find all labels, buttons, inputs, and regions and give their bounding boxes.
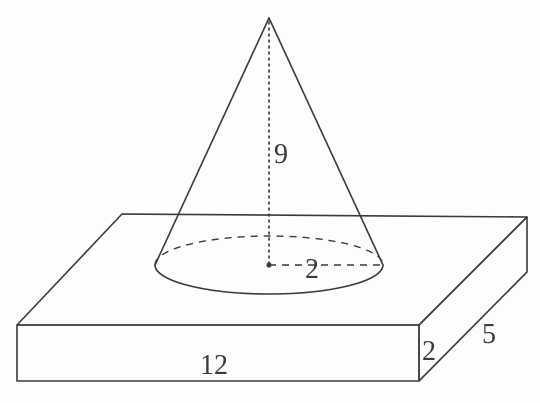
cone-right-slant <box>268 17 384 266</box>
cone-base-center-dot <box>266 262 272 268</box>
box-top-face <box>16 213 528 326</box>
cone-height-label: 9 <box>274 139 288 170</box>
box-right-face <box>418 216 528 382</box>
box-length-label: 12 <box>200 350 228 381</box>
cone <box>154 17 384 295</box>
cone-radius-label: 2 <box>305 254 319 285</box>
box-height-label: 2 <box>422 336 436 367</box>
box-depth-label: 5 <box>482 319 496 350</box>
cone-base-visible-arc <box>154 264 384 295</box>
cone-base-hidden-arc <box>154 235 384 266</box>
box <box>16 213 528 382</box>
cone-left-slant <box>154 17 270 266</box>
